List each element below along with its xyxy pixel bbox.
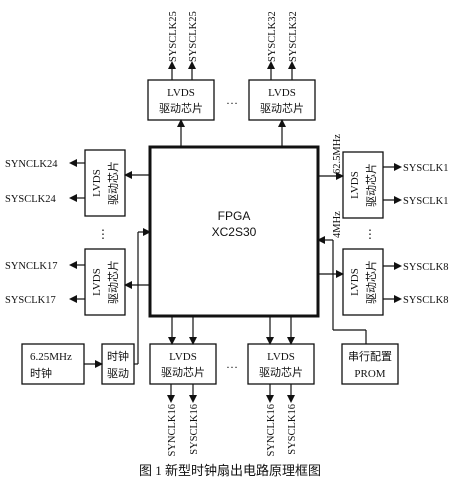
svg-text:驱动芯片: 驱动芯片 [159, 101, 203, 115]
svg-text:LVDS: LVDS [267, 351, 295, 363]
signal-bot-left-b: SYSCLK16 [189, 404, 200, 455]
svg-text:LVDS: LVDS [349, 268, 361, 296]
signal-left-bot-a: SYNCLK17 [5, 261, 58, 272]
signal-right-bot-a: SYSCLK8 [403, 262, 449, 273]
serial-prom-box: 串行配置 PROM [341, 343, 399, 385]
signal-right-bot-b: SYSCLK8 [403, 295, 449, 306]
fpga-block [148, 145, 320, 318]
signal-left-top-a: SYNCLK24 [5, 159, 58, 170]
vdots-right: ⋮ [364, 227, 376, 241]
svg-text:LVDS: LVDS [268, 87, 296, 99]
ellipsis-bottom: … [226, 357, 238, 371]
lvds-chip-bottom-right: LVDS 驱动芯片 [247, 343, 315, 385]
svg-text:6.25MHz: 6.25MHz [30, 351, 72, 363]
fpga-model-label: XC2S30 [212, 225, 257, 239]
lvds-chip-bottom-left: LVDS 驱动芯片 [149, 343, 217, 385]
lvds-chip-left-top: LVDS 驱动芯片 [84, 149, 126, 217]
svg-text:PROM: PROM [354, 368, 385, 380]
svg-text:LVDS: LVDS [169, 351, 197, 363]
svg-text:LVDS: LVDS [91, 268, 103, 296]
signal-top-left-a: SYSCLK25 [168, 11, 179, 62]
svg-text:驱动芯片: 驱动芯片 [260, 101, 304, 115]
svg-text:时钟: 时钟 [107, 349, 129, 363]
figure-caption: 图 1 新型时钟扇出电路原理框图 [139, 463, 321, 478]
signal-top-right-b: SYSCLK32 [288, 11, 299, 62]
signal-right-top-a: SYSCLK1 [403, 163, 449, 174]
lvds-chip-top-left: LVDS 驱动芯片 [147, 79, 215, 121]
lvds-chip-right-top: LVDS 驱动芯片 [342, 151, 384, 219]
ellipsis-top: … [226, 93, 238, 107]
freq-4-label: 4MHz [332, 211, 343, 238]
signal-right-top-b: SYSCLK1 [403, 196, 449, 207]
svg-text:驱动芯片: 驱动芯片 [364, 163, 378, 207]
signal-bot-right-a: SYNCLK16 [266, 404, 277, 457]
signal-top-right-a: SYSCLK32 [267, 11, 278, 62]
lvds-chip-top-right: LVDS 驱动芯片 [248, 79, 316, 121]
signal-left-top-b: SYSCLK24 [5, 194, 57, 205]
signal-bot-right-b: SYSCLK16 [287, 404, 298, 455]
svg-text:驱动芯片: 驱动芯片 [259, 365, 303, 379]
oscillator-box: 6.25MHz 时钟 [21, 343, 85, 385]
lvds-chip-left-bottom: LVDS 驱动芯片 [84, 248, 126, 316]
svg-text:驱动芯片: 驱动芯片 [106, 161, 120, 205]
svg-text:LVDS: LVDS [167, 87, 195, 99]
svg-text:时钟: 时钟 [30, 366, 52, 380]
freq-62-5-label: 62.5MHz [332, 134, 343, 174]
svg-text:驱动芯片: 驱动芯片 [106, 260, 120, 304]
vdots-left: ⋮ [97, 227, 109, 241]
clock-driver-box: 时钟 驱动 [101, 343, 135, 385]
signal-left-bot-b: SYSCLK17 [5, 295, 56, 306]
signal-top-left-b: SYSCLK25 [188, 11, 199, 62]
svg-text:LVDS: LVDS [91, 169, 103, 197]
svg-text:LVDS: LVDS [349, 171, 361, 199]
svg-text:驱动芯片: 驱动芯片 [161, 365, 205, 379]
lvds-chip-right-bottom: LVDS 驱动芯片 [342, 248, 384, 316]
svg-text:驱动: 驱动 [107, 367, 129, 380]
svg-text:驱动芯片: 驱动芯片 [364, 260, 378, 304]
fpga-label: FPGA [218, 209, 251, 223]
svg-text:串行配置: 串行配置 [348, 350, 392, 363]
signal-bot-left-a: SYNCLK16 [167, 404, 178, 457]
